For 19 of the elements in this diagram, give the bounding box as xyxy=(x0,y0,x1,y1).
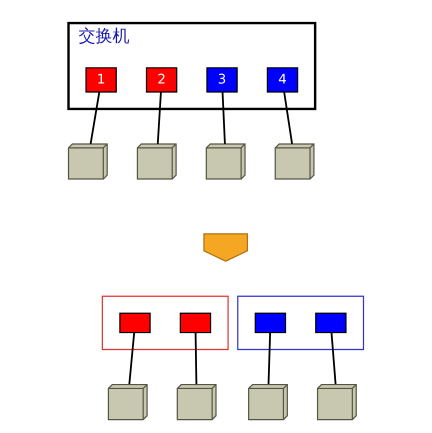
node-arrow xyxy=(203,233,248,262)
node-box xyxy=(315,312,347,334)
node-box xyxy=(254,312,286,334)
node-box xyxy=(180,312,212,334)
connector xyxy=(222,92,226,144)
node-box: 1 xyxy=(85,67,117,93)
connector xyxy=(156,92,162,144)
connector xyxy=(283,92,293,144)
connector xyxy=(128,332,136,384)
connector xyxy=(330,332,336,384)
node-box: 2 xyxy=(146,67,178,93)
cluster xyxy=(237,296,364,350)
cluster xyxy=(102,296,229,350)
connector xyxy=(268,332,272,384)
node-box: 4 xyxy=(266,67,298,93)
node-box: 3 xyxy=(206,67,238,93)
connector xyxy=(90,92,100,144)
node-box xyxy=(119,312,151,334)
connector xyxy=(194,332,198,384)
